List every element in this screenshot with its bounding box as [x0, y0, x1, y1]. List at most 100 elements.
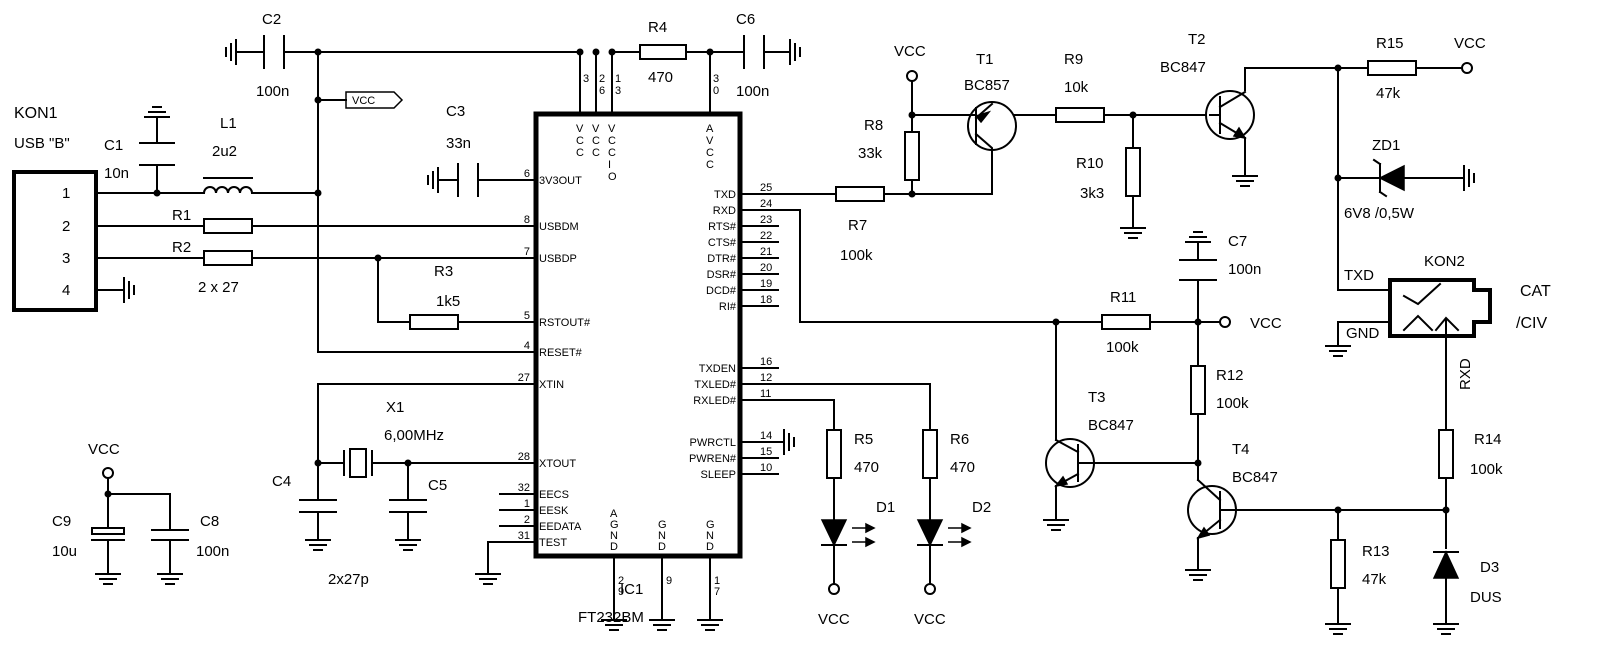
vcc-terminal-d1: VCC — [818, 583, 850, 628]
svg-text:T3: T3 — [1088, 389, 1106, 406]
pin-name: RI# — [719, 301, 737, 313]
svg-text:VCC: VCC — [818, 611, 850, 628]
svg-text:10n: 10n — [104, 165, 129, 182]
svg-text:R3: R3 — [434, 263, 453, 280]
pin-name: SLEEP — [701, 469, 736, 481]
ground-symbol — [395, 539, 421, 551]
svg-text:10u: 10u — [52, 543, 77, 560]
pin-name: EECS — [539, 489, 569, 501]
ground-symbol — [475, 573, 501, 585]
pin-name: TXD — [714, 189, 736, 201]
resistor-r15: R15 47k — [1367, 35, 1417, 102]
pin-name: G — [706, 519, 715, 531]
svg-text:VCC: VCC — [352, 95, 375, 107]
svg-text:100n: 100n — [256, 83, 289, 100]
svg-text:BC857: BC857 — [964, 77, 1010, 94]
svg-text:100n: 100n — [736, 83, 769, 100]
svg-text:3k3: 3k3 — [1080, 185, 1104, 202]
pin-name: EEDATA — [539, 521, 582, 533]
resistor-r14: R14 100k — [1438, 429, 1503, 479]
pin-number: 1 — [615, 73, 621, 85]
svg-text:C3: C3 — [446, 103, 465, 120]
pin-name: C — [608, 135, 616, 147]
svg-text:X1: X1 — [386, 399, 404, 416]
svg-text:CAT: CAT — [1520, 283, 1551, 300]
pin-number: 31 — [518, 530, 530, 542]
svg-text:2 x 27: 2 x 27 — [198, 279, 239, 296]
svg-text:100n: 100n — [1228, 261, 1261, 278]
svg-text:L1: L1 — [220, 115, 237, 132]
ground-symbol — [783, 429, 795, 455]
svg-text:R2: R2 — [172, 239, 191, 256]
svg-text:D1: D1 — [876, 499, 895, 516]
resistor-r5: R5 470 — [826, 429, 879, 479]
pin-number: 27 — [518, 372, 530, 384]
pin-name: D — [610, 541, 618, 553]
junction-dot — [314, 189, 322, 197]
capacitor-c3: C3 33n — [437, 103, 479, 197]
svg-text:R11: R11 — [1110, 289, 1136, 306]
resistor-r9: R9 10k — [1055, 51, 1105, 123]
capacitor-c6: C6 100n — [736, 11, 791, 100]
ground-symbol — [144, 106, 170, 118]
svg-text:33k: 33k — [858, 145, 883, 162]
capacitor-c1: C1 10n — [104, 137, 175, 182]
ground-symbol — [1232, 175, 1258, 187]
svg-text:VCC: VCC — [1454, 35, 1486, 52]
junction-dot — [608, 48, 616, 56]
led-d1: D1 — [820, 499, 895, 548]
pin-number: 3 — [615, 85, 621, 97]
ground-symbol — [649, 619, 675, 631]
pin-number: 20 — [760, 262, 772, 274]
ic-left-pins: 63V3OUT8USBDM7USBDP5RSTOUT#4RESET#27XTIN… — [518, 168, 591, 549]
pin-name: RXLED# — [693, 395, 737, 407]
junction-dot — [1194, 459, 1202, 467]
vcc-terminal-r8: VCC — [894, 43, 926, 82]
capacitor-c5: C5 2x27p — [328, 477, 447, 588]
svg-text:10k: 10k — [1064, 79, 1089, 96]
svg-text:47k: 47k — [1376, 85, 1401, 102]
pin-name: I — [608, 159, 611, 171]
ic-ref: IC1 — [620, 581, 643, 598]
pin-name: RESET# — [539, 347, 583, 359]
svg-text:D3: D3 — [1480, 559, 1499, 576]
svg-text:R7: R7 — [848, 217, 867, 234]
pin-number: 6 — [524, 168, 530, 180]
pin-name: XTIN — [539, 379, 564, 391]
svg-text:C4: C4 — [272, 473, 291, 490]
ground-symbol — [1043, 519, 1069, 531]
junction-dot — [908, 190, 916, 198]
junction-dot — [314, 96, 322, 104]
connector-kon1: KON1 USB "B" 1 2 3 4 — [12, 105, 98, 312]
pin-number: 5 — [524, 310, 530, 322]
pin-name: V — [706, 135, 714, 147]
resistor-r10: R10 3k3 — [1076, 147, 1141, 202]
svg-text:47k: 47k — [1362, 571, 1387, 588]
resistor-r13: R13 47k — [1330, 539, 1390, 589]
pin-name: TEST — [539, 537, 567, 549]
pin-number: 10 — [760, 462, 772, 474]
pin-number: 28 — [518, 451, 530, 463]
pin-number: 2 — [618, 575, 624, 587]
svg-text:R14: R14 — [1474, 431, 1502, 448]
svg-text:C9: C9 — [52, 513, 71, 530]
ic-right-pins: 25TXD24RXD23RTS#22CTS#21DTR#20DSR#19DCD#… — [689, 182, 779, 481]
ground-symbol — [1185, 231, 1211, 243]
led-d2: D2 — [916, 499, 991, 548]
pin-name: A — [610, 508, 618, 520]
pin-name: A — [706, 123, 714, 135]
junction-dot — [153, 189, 161, 197]
svg-text:T4: T4 — [1232, 441, 1250, 458]
kon1-type: USB "B" — [14, 135, 70, 152]
svg-text:C1: C1 — [104, 137, 123, 154]
